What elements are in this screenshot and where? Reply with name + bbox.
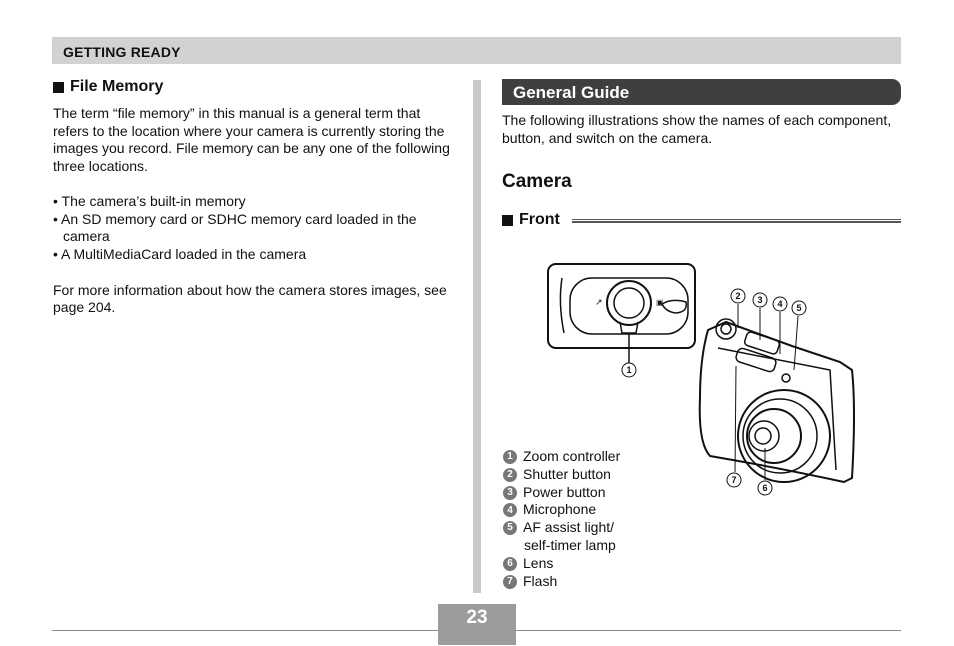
zoom-inset-icon: ↗ ▣ bbox=[547, 263, 696, 366]
list-item: • An SD memory card or SDHC memory card … bbox=[53, 210, 417, 245]
square-bullet-icon bbox=[53, 81, 64, 93]
svg-text:1: 1 bbox=[626, 365, 631, 375]
legend-label: Flash bbox=[523, 572, 558, 589]
guide-intro-paragraph: The following illustrations show the nam… bbox=[502, 112, 892, 146]
camera-front-illustration: ↗ ▣ 2 3 4 5 1 7 6 bbox=[547, 263, 855, 496]
front-heading-row: Front bbox=[502, 211, 901, 229]
svg-text:7: 7 bbox=[731, 475, 736, 485]
page-number-box: 23 bbox=[438, 604, 516, 645]
legend-item: 6 Lens bbox=[503, 555, 620, 573]
svg-text:▣: ▣ bbox=[656, 298, 664, 307]
number-badge-icon: 1 bbox=[503, 450, 517, 464]
legend-label: Zoom controller bbox=[523, 448, 621, 464]
square-bullet-icon bbox=[502, 214, 513, 226]
camera-heading: Camera bbox=[502, 171, 572, 192]
legend-label: Shutter button bbox=[523, 465, 611, 482]
svg-text:↗: ↗ bbox=[595, 297, 603, 307]
file-memory-heading: File Memory bbox=[53, 78, 455, 96]
legend-label: AF assist light/ bbox=[523, 519, 615, 536]
section-header-label: GETTING READY bbox=[63, 44, 181, 60]
file-memory-paragraph: The term “file memory” in this manual is… bbox=[53, 105, 450, 175]
section-header-bar: GETTING READY bbox=[52, 37, 901, 64]
svg-text:6: 6 bbox=[762, 483, 767, 493]
component-legend: 1 Zoom controller 2 Shutter button 3 Pow… bbox=[503, 448, 620, 590]
column-divider bbox=[473, 80, 481, 593]
legend-item: 4 Microphone bbox=[503, 501, 620, 519]
svg-text:4: 4 bbox=[777, 299, 782, 309]
file-memory-title: File Memory bbox=[70, 78, 164, 95]
number-badge-icon: 7 bbox=[503, 574, 517, 589]
svg-text:2: 2 bbox=[735, 291, 740, 301]
list-item: • A MultiMediaCard loaded in the camera bbox=[53, 245, 307, 262]
legend-item: 7 Flash bbox=[503, 573, 620, 591]
callout-numbers: 2 3 4 5 1 7 6 bbox=[621, 288, 807, 496]
legend-label: Power button bbox=[523, 483, 606, 500]
general-guide-bar: General Guide bbox=[502, 79, 901, 105]
legend-label-continuation: self-timer lamp bbox=[524, 536, 616, 553]
heading-rule bbox=[572, 219, 901, 223]
general-guide-title: General Guide bbox=[513, 83, 630, 102]
more-info-paragraph: For more information about how the camer… bbox=[53, 281, 447, 316]
memory-locations-list: • The camera’s built-in memory • An SD m… bbox=[53, 193, 455, 264]
number-badge-icon: 6 bbox=[503, 556, 517, 571]
legend-item: 5 AF assist light/ bbox=[503, 519, 620, 537]
legend-item: 2 Shutter button bbox=[503, 466, 620, 484]
number-badge-icon: 3 bbox=[503, 485, 517, 500]
camera-body-icon bbox=[698, 318, 855, 484]
front-title: Front bbox=[519, 211, 560, 228]
list-item: • The camera’s built-in memory bbox=[53, 192, 246, 209]
callout-lines bbox=[734, 304, 799, 480]
number-badge-icon: 2 bbox=[503, 467, 517, 482]
svg-text:5: 5 bbox=[796, 303, 801, 313]
legend-item: 1 Zoom controller bbox=[503, 448, 620, 466]
legend-item: 3 Power button bbox=[503, 484, 620, 502]
legend-label: Lens bbox=[523, 554, 554, 571]
number-badge-icon: 5 bbox=[503, 521, 517, 536]
legend-label: Microphone bbox=[523, 501, 597, 518]
page-number: 23 bbox=[466, 607, 488, 628]
svg-text:3: 3 bbox=[757, 295, 762, 305]
number-badge-icon: 4 bbox=[503, 503, 517, 518]
file-memory-column: File Memory The term “file memory” in th… bbox=[53, 78, 455, 317]
